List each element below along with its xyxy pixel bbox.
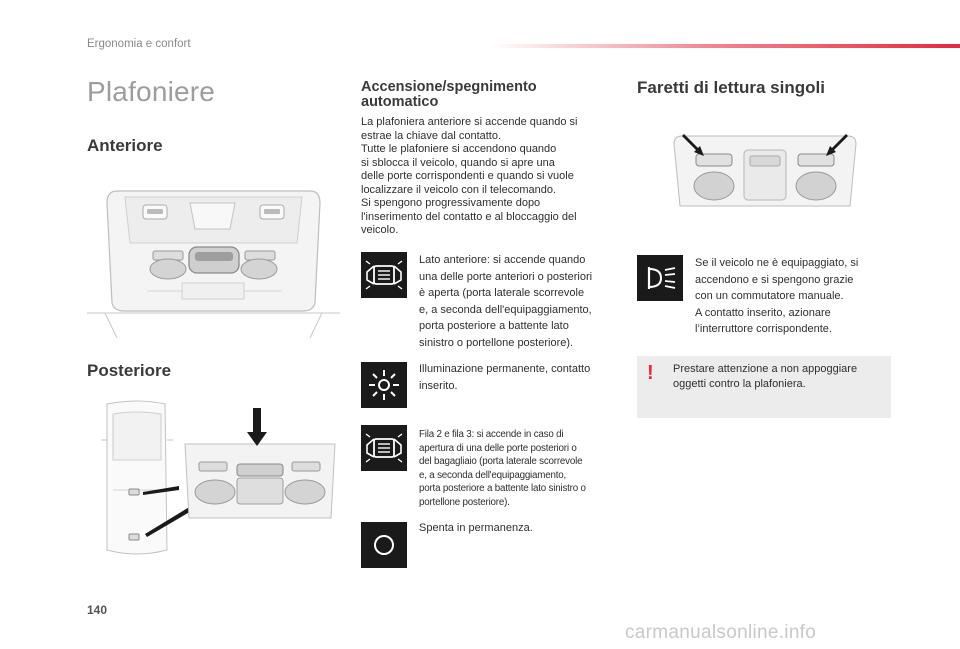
section-header: Ergonomia e confort: [87, 38, 191, 50]
front-ceiling-light-illustration: [87, 190, 340, 338]
paragraph-line: veicolo.: [361, 224, 399, 236]
door-light-icon: [361, 425, 407, 471]
paragraph-line: Si spengono progressivamente dopo: [361, 197, 541, 209]
paragraph-line: localizzare il veicolo con il telecomand…: [361, 183, 557, 196]
reading-lights-heading: Faretti di lettura singoli: [637, 78, 825, 97]
paragraph-line: La plafoniera anteriore si accende quand…: [361, 116, 578, 128]
auto-onoff-heading: Accensione/spegnimento automatico: [361, 79, 537, 110]
front-door-light-description: Lato anteriore: si accende quando una de…: [419, 254, 593, 349]
permanent-light-description: Illuminazione permanente, contatto inser…: [419, 363, 591, 392]
header-accent-rule: [490, 44, 960, 48]
front-heading: Anteriore: [87, 136, 163, 155]
warning-text: Prestare attenzione a non appoggiare ogg…: [673, 363, 858, 390]
rear-heading: Posteriore: [87, 361, 172, 380]
door-light-icon: [361, 252, 407, 298]
reading-light-icon: [637, 255, 683, 301]
paragraph-line: delle porte corrispondenti e quando si v…: [361, 170, 574, 182]
rear-ceiling-light-illustration: [101, 400, 336, 555]
watermark: carmanualsonline.info: [625, 622, 817, 643]
warning-icon: !: [647, 362, 654, 384]
rear-rows-light-description: Fila 2 e fila 3: si accende in caso di a…: [419, 429, 586, 508]
light-off-description: Spenta in permanenza.: [419, 522, 533, 534]
light-on-icon: [361, 362, 407, 408]
paragraph-line: Tutte le plafoniere si accendono quando: [361, 143, 557, 155]
page-number: 140: [87, 603, 108, 617]
page-title: Plafoniere: [87, 76, 216, 107]
light-off-icon: [361, 522, 407, 568]
paragraph-line: l'inserimento del contatto e al bloccagg…: [361, 210, 577, 223]
auto-onoff-paragraph: La plafoniera anteriore si accende quand…: [361, 116, 606, 238]
paragraph-line: si sblocca il veicolo, quando si apre un…: [361, 156, 555, 169]
reading-lights-illustration: [673, 134, 857, 207]
paragraph-line: estrae la chiave dal contatto.: [361, 129, 502, 142]
warning-box: ! Prestare attenzione a non appoggiare o…: [637, 356, 891, 418]
reading-light-description: Se il veicolo ne è equipaggiato, si acce…: [695, 257, 859, 335]
